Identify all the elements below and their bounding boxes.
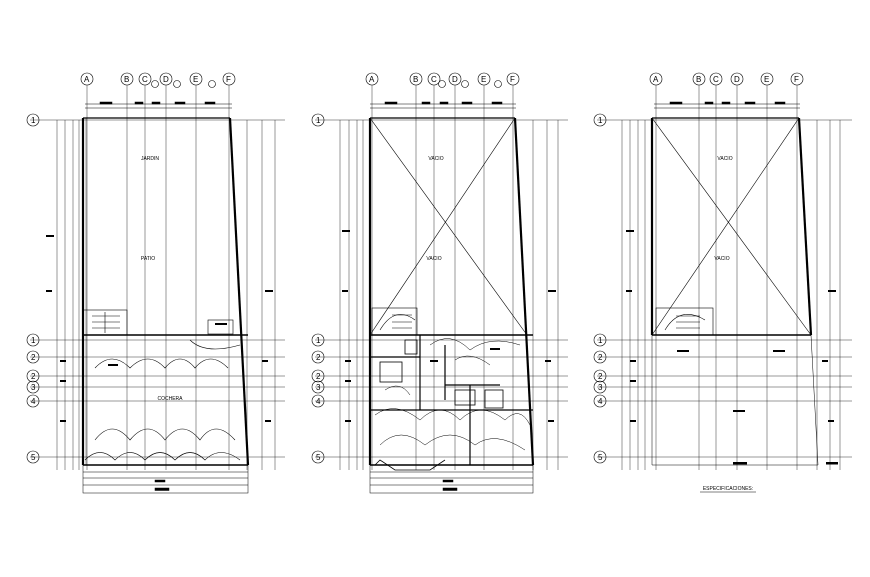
axis-label: 5	[598, 453, 603, 462]
horizontal-grid-lines	[315, 119, 568, 458]
room-label-vacio-mid: VACIO	[714, 256, 729, 262]
axis-label: 1	[316, 116, 321, 125]
floor-plan-3: A B C D E F 1 1 2	[593, 72, 852, 493]
room-label-jardin: JARDIN	[141, 156, 159, 162]
axis-label: 3	[316, 383, 321, 392]
axis-label: 2	[598, 372, 603, 381]
electrical-circuits	[84, 339, 241, 461]
axis-label: E	[764, 75, 769, 84]
equipment-box	[207, 319, 234, 335]
axis-label: 1	[598, 336, 603, 345]
axis-label: 2	[598, 353, 603, 362]
bottom-dimension-strip	[369, 464, 534, 494]
axis-label: 2	[31, 353, 36, 362]
axis-label: D	[163, 75, 169, 84]
room-label-cochera: COCHERA	[157, 396, 183, 402]
top-dimension-line	[654, 101, 800, 109]
axis-label: F	[794, 75, 799, 84]
axis-label: A	[369, 75, 375, 84]
dimension-marks	[46, 235, 273, 422]
specifications-label: ESPECIFICACIONES:	[703, 486, 753, 492]
stair-block	[82, 309, 128, 336]
axis-label: 1	[31, 116, 36, 125]
axis-label: 5	[31, 453, 36, 462]
void-cross	[651, 117, 812, 336]
dimension-marks	[626, 230, 838, 465]
vertical-grid-lines	[621, 85, 841, 470]
axis-label: E	[193, 75, 198, 84]
axis-label: D	[734, 75, 740, 84]
axis-label: D	[452, 75, 458, 84]
axis-label: A	[84, 75, 90, 84]
axis-label: B	[413, 75, 418, 84]
void-cross	[369, 117, 528, 336]
column-axis-bubbles: A B C D E F	[365, 72, 520, 88]
axis-label: 2	[316, 372, 321, 381]
axis-label: 2	[316, 353, 321, 362]
interior-walls	[370, 335, 533, 465]
lower-slab-outline	[651, 334, 819, 466]
room-label-patio: PATIO	[141, 256, 155, 262]
axis-label: 4	[316, 397, 321, 406]
axis-label: C	[713, 75, 719, 84]
axis-label: B	[696, 75, 701, 84]
floor-plan-2: A B C D E F 1 1 2	[311, 72, 568, 494]
axis-label: 4	[31, 397, 36, 406]
horizontal-grid-lines	[597, 119, 852, 458]
axis-label: 4	[598, 397, 603, 406]
bay-window	[374, 459, 446, 471]
vertical-grid-lines	[339, 85, 559, 470]
stair-block	[371, 307, 418, 336]
row-axis-bubbles: 1 1 2 2 3 4 5	[593, 113, 607, 464]
axis-label: 3	[31, 383, 36, 392]
stair-block	[655, 307, 714, 336]
axis-label: B	[124, 75, 129, 84]
axis-label: F	[226, 75, 231, 84]
row-axis-bubbles: 1 1 2 2 3 4 5	[311, 113, 325, 464]
row-axis-bubbles: 1 1 2 2 3 4 5	[26, 113, 40, 464]
room-label-vacio-mid: VACIO	[426, 256, 441, 262]
column-axis-bubbles: A B C D E F	[80, 72, 236, 88]
axis-label: E	[481, 75, 486, 84]
axis-label: 1	[31, 336, 36, 345]
dimension-marks	[342, 230, 556, 422]
axis-label: 1	[316, 336, 321, 345]
axis-label: C	[431, 75, 437, 84]
horizontal-grid-lines	[30, 119, 285, 458]
exterior-walls	[368, 117, 535, 466]
axis-label: 1	[598, 116, 603, 125]
exterior-walls	[81, 117, 250, 466]
bottom-dimension-strip	[82, 464, 249, 494]
axis-label: 2	[31, 372, 36, 381]
room-label-vacio-top: VACIO	[428, 156, 443, 162]
electrical-circuits	[374, 338, 531, 451]
axis-label: 3	[598, 383, 603, 392]
floor-plan-1: A B C D E F 1	[26, 72, 285, 494]
room-label-vacio-top: VACIO	[717, 156, 732, 162]
top-dimension-line	[370, 101, 516, 109]
column-axis-bubbles: A B C D E F	[649, 72, 804, 86]
axis-label: F	[510, 75, 515, 84]
axis-label: C	[142, 75, 148, 84]
vertical-grid-lines	[56, 85, 276, 470]
top-dimension-line	[85, 101, 232, 109]
axis-label: A	[653, 75, 659, 84]
axis-label: 5	[316, 453, 321, 462]
